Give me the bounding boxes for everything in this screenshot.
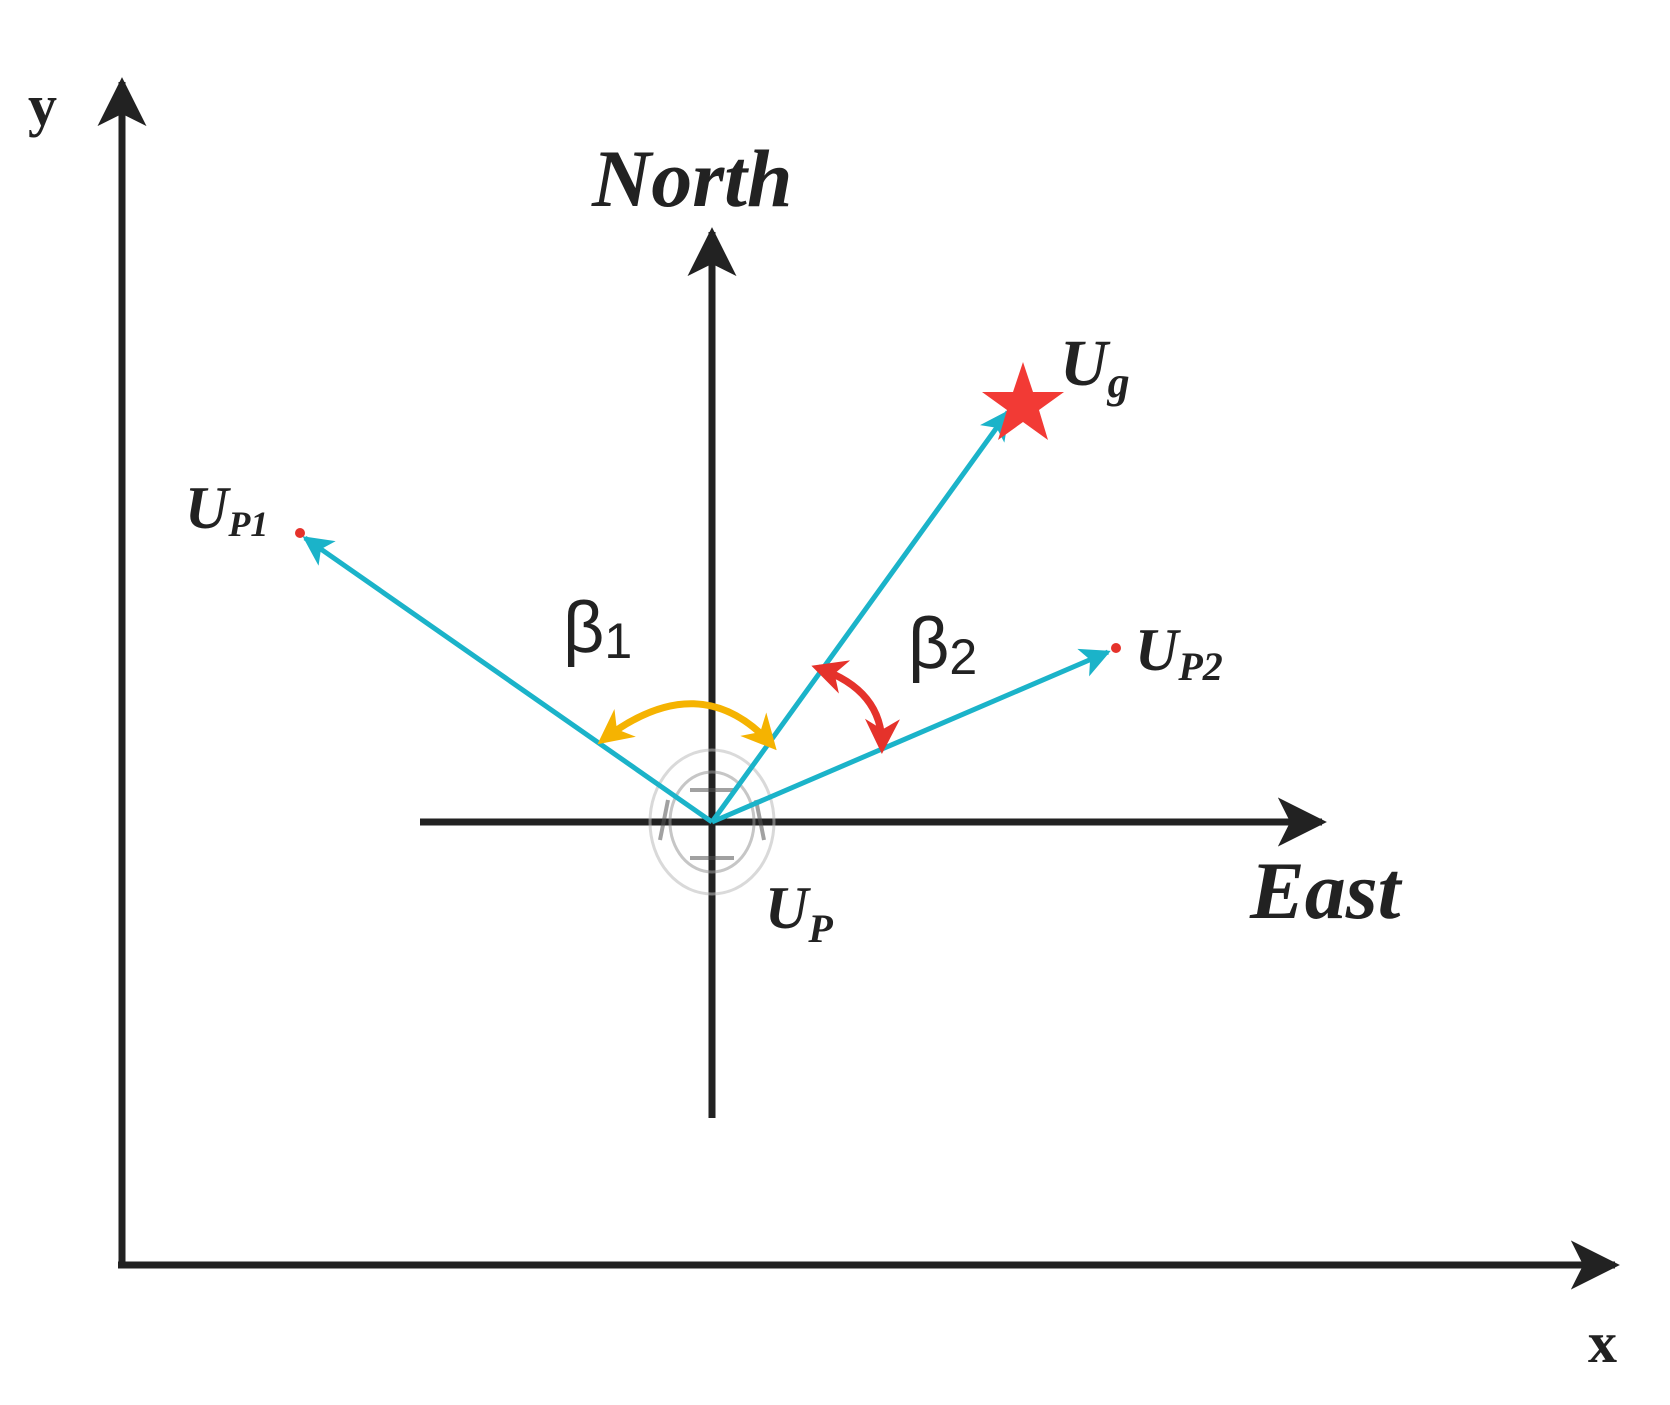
beta1-label: β1 (563, 588, 632, 669)
up2-point (1111, 643, 1121, 653)
up1-label: UP1 (185, 475, 268, 544)
vector-up-to-ug (709, 409, 1011, 824)
y-axis-label: y (28, 73, 57, 138)
beta2-label: β2 (908, 604, 977, 685)
beta2-angle-arc (811, 660, 900, 754)
star-icon (982, 362, 1064, 440)
ug-label: Ug (1060, 327, 1130, 407)
up1-point (295, 528, 305, 538)
up2-label: UP2 (1135, 617, 1223, 689)
east-label: East (1249, 845, 1403, 936)
up-label: UP (765, 875, 833, 951)
vector-up-to-up2 (711, 648, 1111, 825)
x-axis-label: x (1588, 1310, 1617, 1375)
vector-up-to-up1 (302, 535, 714, 825)
north-label: North (591, 133, 793, 224)
beta1-angle-arc (597, 700, 777, 751)
